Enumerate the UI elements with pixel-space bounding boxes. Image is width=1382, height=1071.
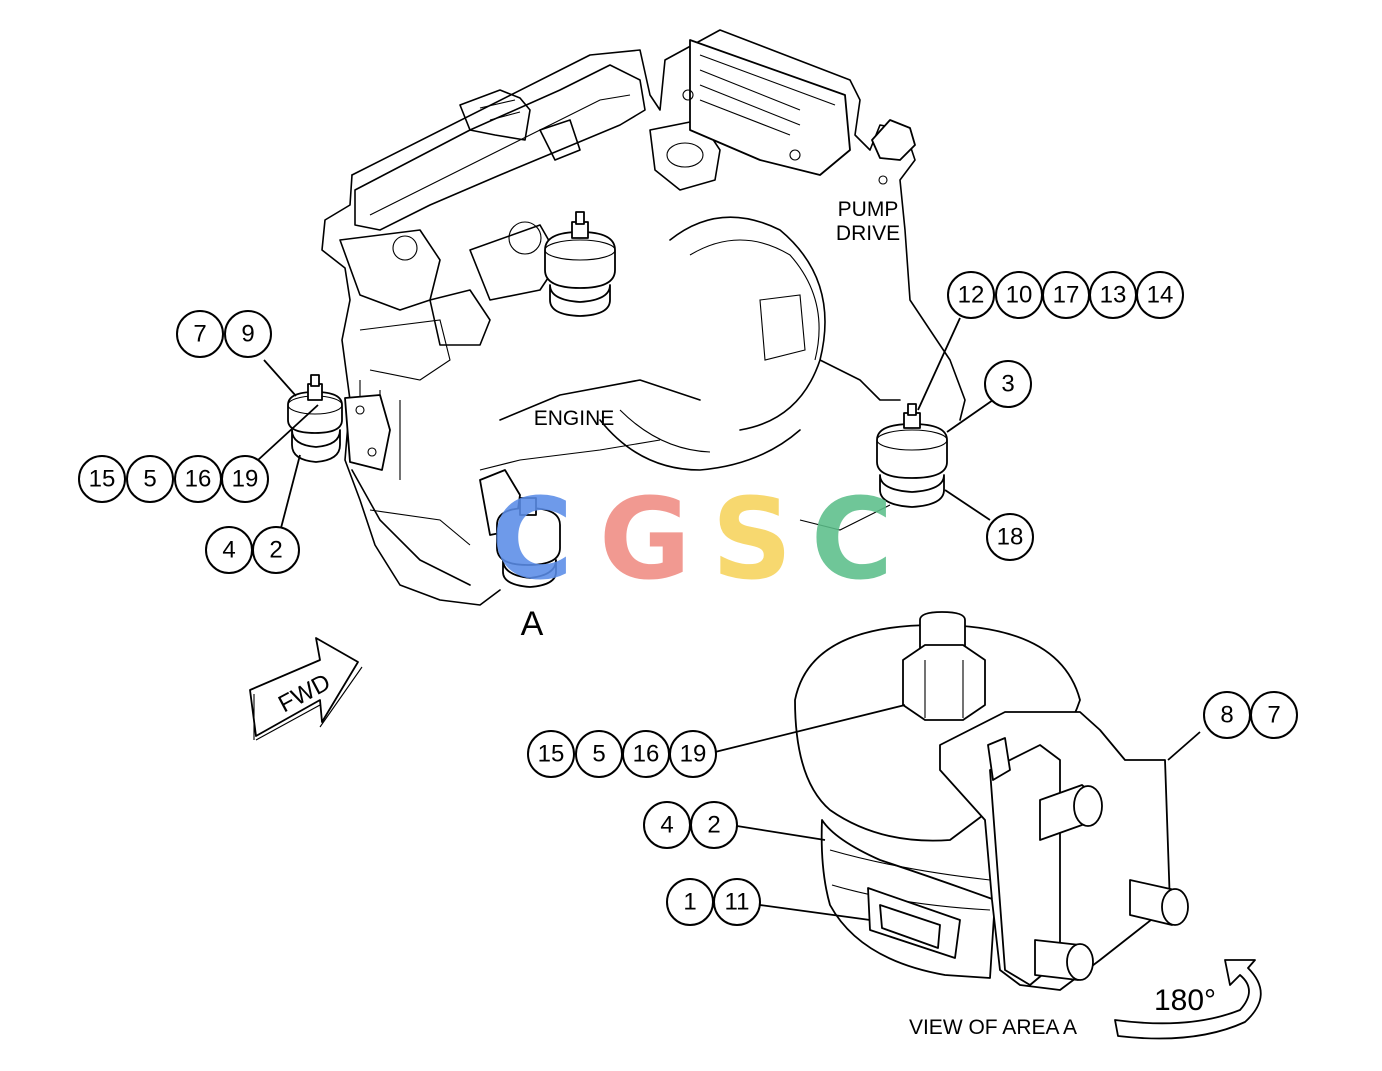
callout-number: 15: [538, 741, 565, 768]
callout-number: 3: [1001, 371, 1014, 398]
watermark-letter: S: [712, 475, 793, 605]
rotation-label: 180°: [1154, 984, 1216, 1017]
callout-group-1-11-detail: 1 11: [666, 878, 761, 926]
callout-group-15-5-16-19-detail: 15 5 16 19: [527, 730, 717, 778]
callout-group-4-2-left: 4 2: [205, 526, 300, 574]
callout-3: 3: [984, 360, 1032, 408]
callout-number: 17: [1053, 282, 1080, 309]
callout-number: 4: [660, 812, 673, 839]
pump-drive-label-line1: PUMP: [838, 198, 899, 221]
callout-number: 9: [241, 321, 254, 348]
callout-number: 5: [143, 466, 156, 493]
callout-number: 18: [997, 524, 1024, 551]
callout-number: 12: [958, 282, 985, 309]
callout-number: 2: [269, 537, 282, 564]
callout-number: 19: [680, 741, 707, 768]
callout-number: 5: [592, 741, 605, 768]
callout-number: 15: [89, 466, 116, 493]
right-engine-mount: [799, 403, 948, 531]
callout-18: 18: [986, 513, 1034, 561]
left-engine-mount: [287, 374, 391, 471]
watermark-letter: C: [491, 475, 573, 605]
callout-number: 2: [707, 812, 720, 839]
callout-group-7-9: 7 9: [176, 310, 272, 358]
engine-label: ENGINE: [534, 407, 615, 430]
callout-number: 19: [232, 466, 259, 493]
callout-number: 8: [1220, 702, 1233, 729]
callout-number: 1: [683, 889, 696, 916]
pump-drive-label-line2: DRIVE: [836, 222, 900, 245]
callout-number: 7: [1267, 702, 1280, 729]
detail-view-area-a: [794, 611, 1262, 1040]
callout-number: 16: [185, 466, 212, 493]
callout-number: 13: [1100, 282, 1127, 309]
callout-number: 4: [222, 537, 235, 564]
callout-number: 10: [1006, 282, 1033, 309]
cgsc-watermark: C G S C: [491, 475, 893, 605]
callout-number: 16: [633, 741, 660, 768]
callout-group-12-10-17-13-14: 12 10 17 13 14: [947, 271, 1184, 319]
front-engine-mount-area-a: [479, 469, 561, 588]
callout-number: 14: [1147, 282, 1174, 309]
callout-group-8-7-detail: 8 7: [1203, 691, 1298, 739]
callout-group-15-5-16-19-left: 15 5 16 19: [78, 455, 269, 503]
view-caption: VIEW OF AREA A: [909, 1016, 1077, 1039]
callout-number: 7: [193, 321, 206, 348]
forward-arrow: FWD: [249, 637, 363, 741]
leader-lines: [257, 317, 1201, 921]
watermark-letter: G: [599, 475, 691, 605]
watermark-letter: C: [811, 475, 893, 605]
engine-drawing: [321, 29, 966, 606]
area-a-marker: A: [521, 605, 544, 643]
callout-group-4-2-detail: 4 2: [643, 801, 738, 849]
callout-number: 11: [725, 889, 750, 916]
top-engine-mount: [544, 211, 616, 317]
